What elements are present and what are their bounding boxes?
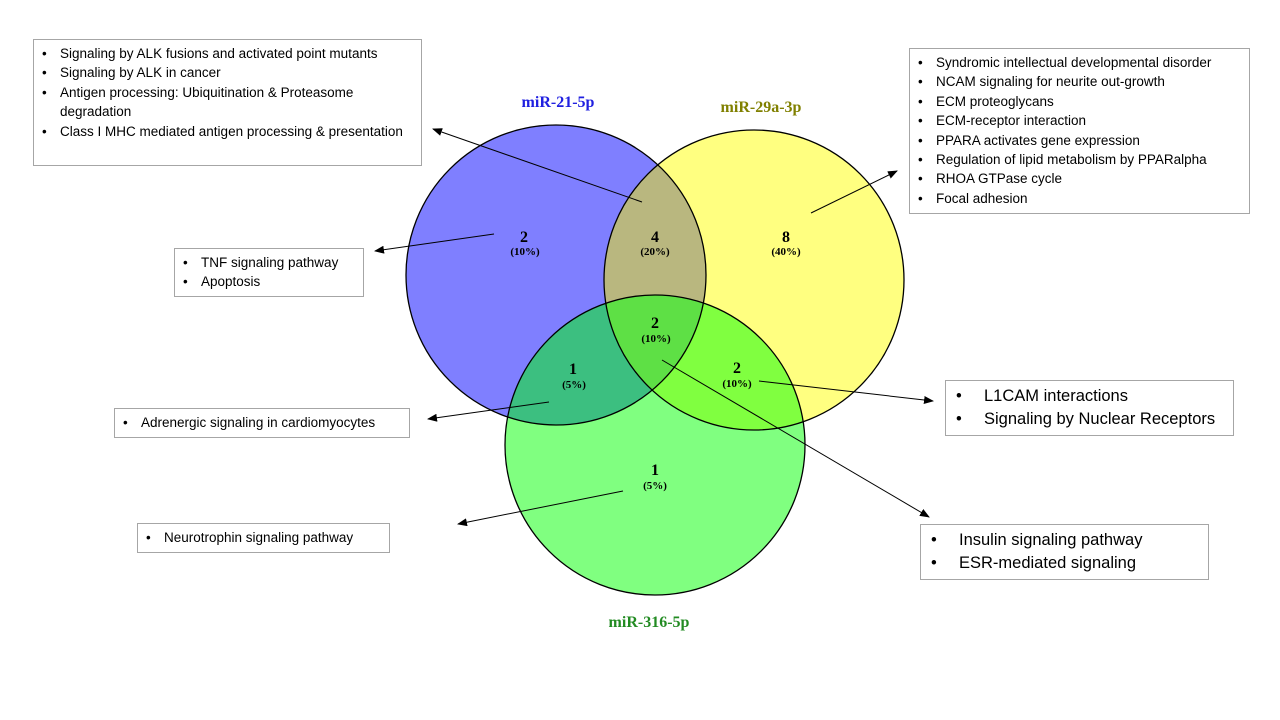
pathway-item: L1CAM interactions	[946, 385, 1227, 408]
region-pct-only-21: (10%)	[510, 246, 540, 258]
pathway-item: Antigen processing: Ubiquitination & Pro…	[34, 83, 415, 122]
arrow-21-316-to-adrenergic-box	[427, 401, 550, 422]
region-count-only-316: 1	[651, 462, 659, 479]
pathway-box-l1cam: L1CAM interactions Signaling by Nuclear …	[945, 380, 1234, 436]
arrow-29-316-to-l1cam-box	[758, 380, 934, 404]
region-count-29-316: 2	[733, 360, 741, 377]
pathway-item: Signaling by ALK fusions and activated p…	[34, 44, 415, 64]
pathway-item: TNF signaling pathway	[175, 253, 357, 273]
region-count-21-29: 4	[651, 229, 659, 246]
arrow-21-29-to-alk-box	[432, 128, 643, 203]
pathway-item: Syndromic intellectual developmental dis…	[910, 53, 1243, 73]
pathway-box-alk: Signaling by ALK fusions and activated p…	[33, 39, 422, 166]
arrow-only-21-to-tnf-box	[374, 233, 495, 254]
pathway-box-adrenergic: Adrenergic signaling in cardiomyocytes	[114, 408, 410, 438]
set-label-mir-29a-3p: miR-29a-3p	[721, 99, 802, 116]
pathway-item: PPARA activates gene expression	[910, 131, 1243, 151]
arrow-all-three-to-insulin-box	[661, 359, 930, 518]
region-count-all-three: 2	[651, 315, 659, 332]
pathway-item: RHOA GTPase cycle	[910, 169, 1243, 189]
pathway-item: Adrenergic signaling in cardiomyocytes	[115, 413, 403, 433]
pathway-item: Neurotrophin signaling pathway	[138, 528, 383, 548]
arrow-only-29-to-syndromic-box	[810, 170, 898, 214]
pathway-box-syndromic: Syndromic intellectual developmental dis…	[909, 48, 1250, 214]
region-count-21-316: 1	[569, 361, 577, 378]
pathway-item: ESR-mediated signaling	[921, 552, 1202, 575]
set-label-mir-316-5p: miR-316-5p	[609, 614, 690, 631]
pathway-item: NCAM signaling for neurite out-growth	[910, 72, 1243, 92]
region-count-only-29: 8	[782, 229, 790, 246]
pathway-box-neurotrophin: Neurotrophin signaling pathway	[137, 523, 390, 553]
pathway-box-insulin: Insulin signaling pathway ESR-mediated s…	[920, 524, 1209, 580]
pathway-item: Focal adhesion	[910, 189, 1243, 209]
pathway-item: ECM-receptor interaction	[910, 111, 1243, 131]
region-pct-only-29: (40%)	[771, 246, 801, 258]
pathway-item: Regulation of lipid metabolism by PPARal…	[910, 150, 1243, 170]
pathway-item: Class I MHC mediated antigen processing …	[34, 122, 415, 142]
overlap-21-316	[505, 295, 706, 425]
pathway-item: Signaling by Nuclear Receptors	[946, 408, 1227, 431]
set-label-mir-21-5p: miR-21-5p	[522, 94, 595, 111]
region-count-only-21: 2	[520, 229, 528, 246]
pathway-box-tnf: TNF signaling pathway Apoptosis	[174, 248, 364, 297]
region-pct-21-29: (20%)	[640, 246, 670, 258]
pathway-item: Insulin signaling pathway	[921, 529, 1202, 552]
pathway-item: Signaling by ALK in cancer	[34, 63, 415, 83]
region-pct-29-316: (10%)	[722, 378, 752, 390]
arrow-only-316-to-neurotrophin-box	[457, 490, 624, 527]
pathway-item: ECM proteoglycans	[910, 92, 1243, 112]
region-pct-only-316: (5%)	[643, 480, 667, 492]
pathway-item: Apoptosis	[175, 272, 357, 292]
region-pct-21-316: (5%)	[562, 379, 586, 391]
region-pct-all-three: (10%)	[641, 333, 671, 345]
overlap-29-316	[604, 295, 805, 430]
